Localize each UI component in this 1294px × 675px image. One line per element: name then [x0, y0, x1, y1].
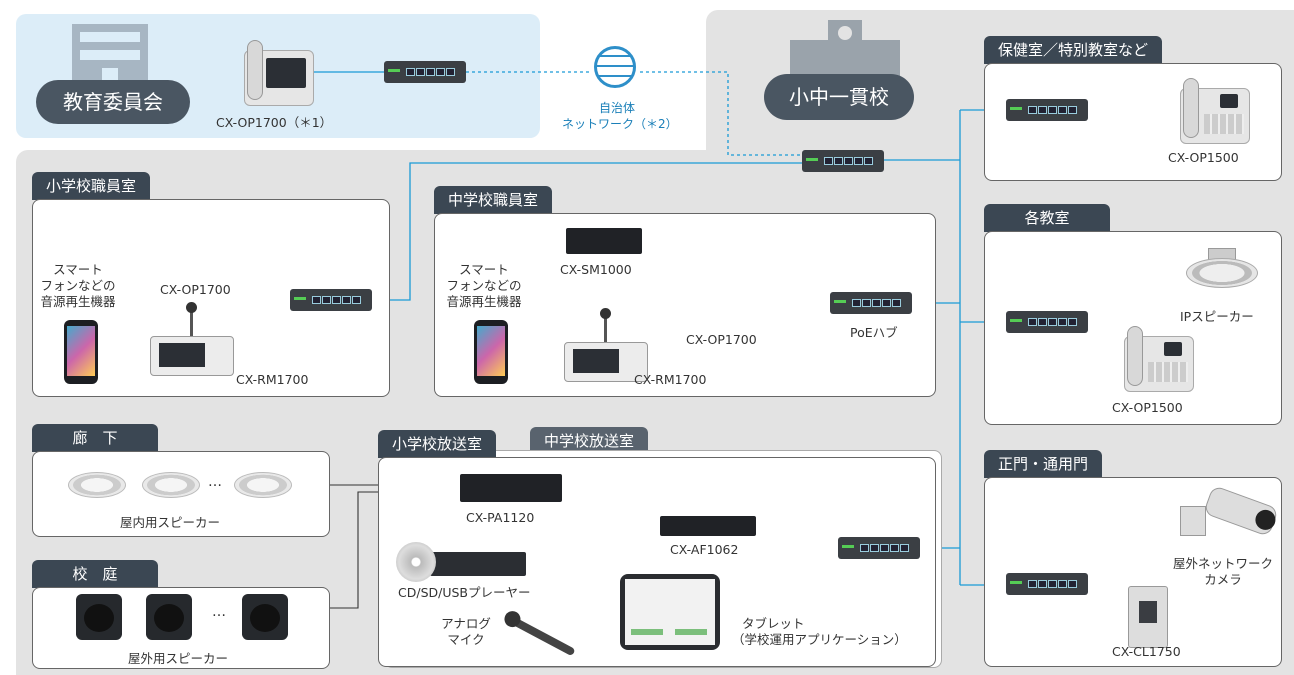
pa1120-label: CX-PA1120	[466, 510, 535, 525]
network-camera-label: 屋外ネットワーク カメラ	[1168, 556, 1278, 588]
cl1750-label: CX-CL1750	[1112, 644, 1181, 659]
af1062-device	[660, 516, 756, 536]
yard-speaker-label: 屋外用スピーカー	[128, 651, 229, 666]
broadcast-hub	[838, 537, 920, 559]
jr-poe-hub-label: PoEハブ	[850, 325, 898, 340]
tab-elem-broadcast: 小学校放送室	[378, 430, 497, 458]
jr-gooseneck-mic	[600, 308, 611, 352]
tab-yard: 校 庭	[32, 560, 158, 588]
elem-gooseneck-mic	[186, 302, 197, 346]
camera-mount	[1180, 506, 1206, 536]
cd-player-label: CD/SD/USBプレーヤー	[398, 585, 531, 600]
tab-elem-staff: 小学校職員室	[32, 172, 151, 200]
elem-smartphone-label: スマート フォンなどの 音源再生機器	[38, 262, 118, 310]
elem-rm1700-device	[150, 336, 234, 376]
board-region-label: 教育委員会	[36, 80, 190, 124]
globe-icon	[594, 46, 636, 88]
jr-sm1000-device	[566, 228, 642, 254]
corridor-speaker-2	[142, 472, 200, 498]
health-hub	[1006, 99, 1088, 121]
yard-ellipsis: …	[212, 604, 226, 620]
elem-smart-line3: 音源再生機器	[40, 294, 116, 309]
jr-sm1000-label: CX-SM1000	[560, 262, 632, 277]
jr-smart-line2: フォンなどの	[446, 278, 522, 293]
yard-speaker-1	[76, 594, 122, 640]
classroom-op1500-label: CX-OP1500	[1112, 400, 1183, 415]
yard-speaker-3	[242, 594, 288, 640]
school-main-hub	[802, 150, 884, 172]
jr-op1700-device	[690, 254, 760, 320]
cd-player-device	[396, 542, 526, 582]
elem-op1700-device	[176, 206, 246, 272]
jr-smart-line1: スマート	[459, 262, 509, 277]
camera-label-line1: 屋外ネットワーク	[1172, 556, 1273, 571]
health-op1500-device	[1180, 78, 1250, 144]
network-label-line2: ネットワーク（＊2）	[562, 117, 678, 131]
tab-classroom: 各教室	[984, 204, 1110, 232]
jr-smartphone-label: スマート フォンなどの 音源再生機器	[444, 262, 524, 310]
pa1120-device	[460, 474, 562, 502]
classroom-hub	[1006, 311, 1088, 333]
tab-corridor: 廊 下	[32, 424, 158, 452]
jr-op1700-label: CX-OP1700	[686, 332, 757, 347]
tab-health: 保健室／特別教室など	[984, 36, 1163, 64]
network-label-line1: 自治体	[598, 101, 635, 115]
corridor-speaker-3	[234, 472, 292, 498]
disc-icon	[396, 542, 436, 582]
classroom-op1500-device	[1124, 326, 1194, 392]
board-op1700-device	[244, 40, 314, 106]
tab-gate: 正門・通用門	[984, 450, 1103, 478]
tablet-device	[620, 574, 720, 650]
board-building-icon	[62, 24, 158, 86]
elem-smart-line1: スマート	[53, 262, 103, 277]
school-building-icon	[790, 20, 900, 78]
yard-speaker-2	[146, 594, 192, 640]
analog-mic-line2: マイク	[447, 632, 485, 647]
elem-smart-line2: フォンなどの	[40, 278, 116, 293]
tablet-label-line2: （学校運用アプリケーション）	[732, 632, 907, 647]
tablet-label: タブレット （学校運用アプリケーション）	[732, 616, 907, 648]
corridor-ellipsis: …	[208, 474, 222, 490]
af1062-label: CX-AF1062	[670, 542, 739, 557]
ip-speaker-device	[1186, 248, 1258, 288]
elem-smartphone-device	[64, 320, 98, 384]
elem-rm1700-label: CX-RM1700	[236, 372, 309, 387]
jr-poe-hub	[830, 292, 912, 314]
jr-smartphone-device	[474, 320, 508, 384]
board-hub	[384, 61, 466, 83]
camera-label-line2: カメラ	[1204, 572, 1242, 587]
elem-staff-hub	[290, 289, 372, 311]
board-op1700-label: CX-OP1700（＊1）	[216, 115, 333, 130]
school-region-text: 小中一貫校	[789, 85, 889, 109]
tab-jr-staff: 中学校職員室	[434, 186, 553, 214]
elem-op1700-label: CX-OP1700	[160, 282, 231, 297]
analog-mic-line1: アナログ	[441, 616, 491, 631]
cl1750-device	[1128, 586, 1168, 648]
corridor-speaker-label: 屋内用スピーカー	[120, 515, 221, 530]
corridor-speaker-1	[68, 472, 126, 498]
jr-rm1700-label: CX-RM1700	[634, 372, 707, 387]
tablet-label-line1: タブレット	[742, 616, 805, 631]
jr-rm1700-device	[564, 342, 648, 382]
school-region-label: 小中一貫校	[764, 74, 914, 120]
jr-smart-line3: 音源再生機器	[446, 294, 522, 309]
network-label: 自治体 ネットワーク（＊2）	[562, 100, 678, 132]
health-op1500-label: CX-OP1500	[1168, 150, 1239, 165]
analog-mic-label: アナログ マイク	[436, 616, 496, 648]
board-region-text: 教育委員会	[63, 90, 163, 114]
gate-hub	[1006, 573, 1088, 595]
ip-speaker-label: IPスピーカー	[1180, 309, 1254, 324]
